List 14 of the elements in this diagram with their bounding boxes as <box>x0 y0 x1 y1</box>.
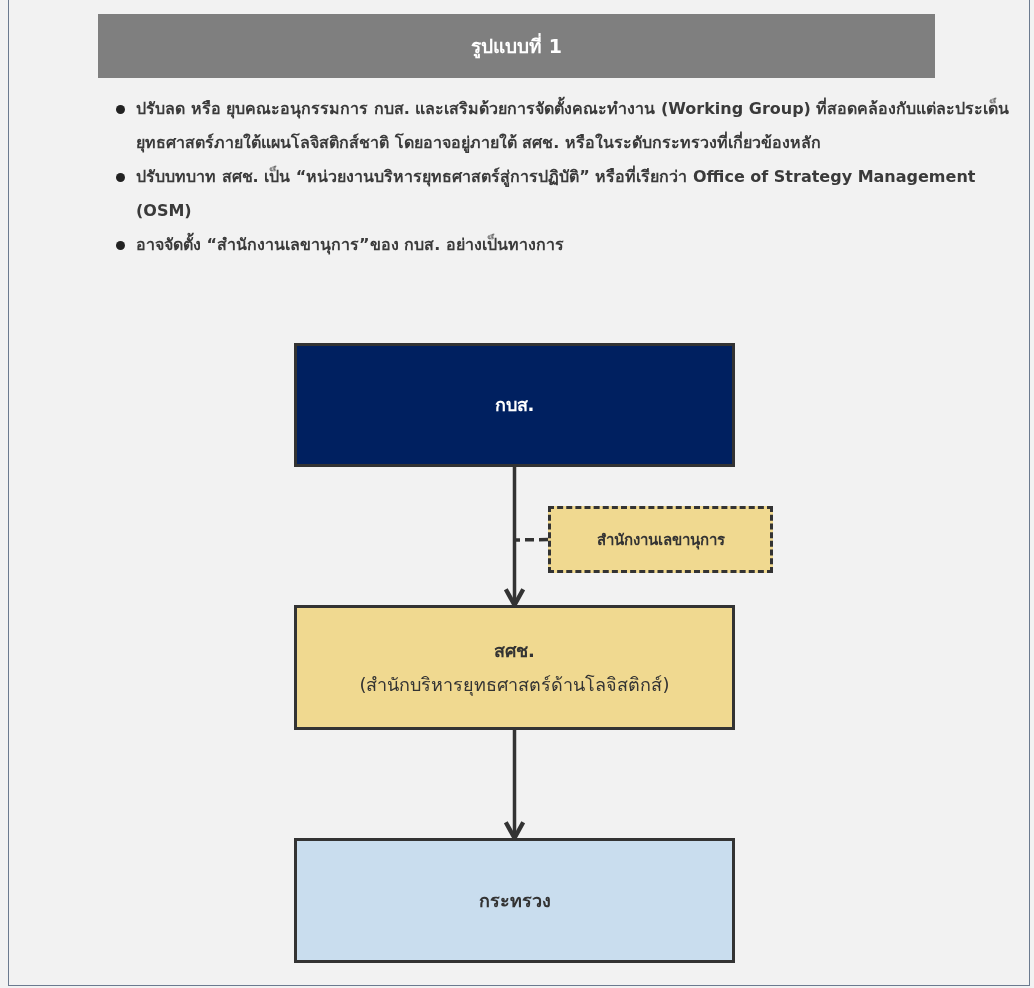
bullet-text: ปรับลด หรือ ยุบคณะอนุกรรมการ กบส. และเสริมด้วยการจัดตั้งคณะทำงาน (Working Group) ที่สอดคล้องกับแต่ละประเด็นยุทธศาสตร์ภายใต้แผนโลจิสติกส์ชาติ โดยอาจอยู่ภายใต้ สศช. หรือในระดับกระทรวงที่เกี่ยวข้องหลัก <box>112 92 1012 160</box>
bullet-text: ปรับบทบาท สศช. เป็น “หน่วยงานบริหารยุทธศาสตร์สู่การปฏิบัติ” หรือที่เรียกว่า Office of Strategy Management (OSM) <box>112 160 1012 228</box>
node-subtitle: (สำนักบริหารยุทธศาสตร์ด้านโลจิสติกส์) <box>359 672 670 698</box>
process-box <box>294 605 735 730</box>
process-box <box>294 838 735 963</box>
connector-line <box>514 537 549 542</box>
title-banner: รูปแบบที่ 1 <box>98 14 935 78</box>
node-title: กระทรวง <box>478 888 551 913</box>
node-title: กบส. <box>494 393 535 417</box>
process-box <box>294 343 735 467</box>
dashed-box <box>548 506 773 573</box>
node-title: สำนักงานเลขานุการ <box>596 529 725 552</box>
node-title: สศช. <box>494 638 535 663</box>
bullet-text: อาจจัดตั้ง “สำนักงานเลขานุการ”ของ กบส. อย่างเป็นทางการ <box>112 228 1012 262</box>
